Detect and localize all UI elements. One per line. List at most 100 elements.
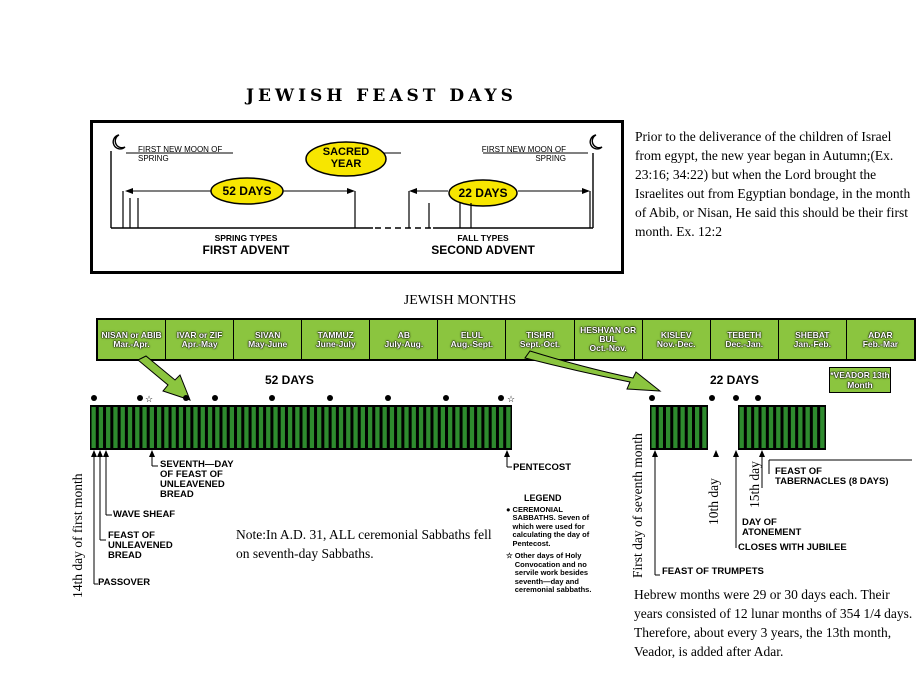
- sabbath-dot: [733, 395, 739, 401]
- day-cell: [287, 407, 293, 448]
- day-cell: [651, 407, 656, 448]
- sabbath-dot: [649, 395, 655, 401]
- sabbath-dot: [327, 395, 333, 401]
- day-cell: [411, 407, 416, 448]
- day-cell: [805, 407, 810, 448]
- day-cell: [462, 407, 467, 448]
- day-cell: [353, 407, 358, 448]
- day-cell: [149, 407, 154, 448]
- feast-trumpets-label: FEAST OF TRUMPETS: [662, 566, 764, 577]
- day-cell: [302, 407, 307, 448]
- fall-types-label: FALL TYPES: [457, 233, 509, 243]
- day-cell: [812, 407, 818, 448]
- seventh-day-label: SEVENTH—DAY OF FEAST OF UNLEAVENED BREAD: [160, 459, 234, 500]
- passover-label: PASSOVER: [98, 577, 151, 588]
- spring-types-label: SPRING TYPES: [214, 233, 278, 243]
- legend-item-holy: ☆ Other days of Holy Convocation and no …: [506, 551, 592, 594]
- day-cell: [127, 407, 133, 448]
- right-moon-label: FIRST NEW MOON OF SPRING: [481, 145, 566, 163]
- sabbath-dot: [385, 395, 391, 401]
- feast-unleavened-label: FEAST OF UNLEAVENED BREAD: [108, 530, 173, 561]
- dot-icon: ●: [506, 504, 511, 514]
- day-cell: [783, 407, 788, 448]
- day-cell: [477, 407, 482, 448]
- day-cell: [91, 407, 96, 448]
- day-cell: [687, 407, 692, 448]
- day-cell: [251, 407, 256, 448]
- day-cell: [746, 407, 752, 448]
- day-cell: [266, 407, 271, 448]
- day-cell: [331, 407, 336, 448]
- day-cell: [404, 407, 409, 448]
- legend-item-ceremonial: ● CEREMONIAL SABBATHS. Seven of which we…: [506, 504, 590, 548]
- days-52-label: 52 DAYS: [222, 184, 272, 198]
- hebrew-months-note: Hebrew months were 29 or 30 days each. T…: [634, 587, 913, 659]
- months-title: JEWISH MONTHS: [403, 293, 517, 308]
- day-cell: [273, 407, 278, 448]
- veador-box: *VEADOR 13th Month: [829, 367, 891, 393]
- day-cell: [229, 407, 235, 448]
- day-cell: [120, 407, 125, 448]
- day-cell: [142, 407, 147, 448]
- day-cell: [739, 407, 744, 448]
- day-cell: [397, 407, 402, 448]
- day-cell: [156, 407, 162, 448]
- day-atonement-label: DAY OF ATONEMENT: [742, 517, 802, 538]
- sabbath-dot: [137, 395, 143, 401]
- closes-jubilee-label: CLOSES WITH JUBILEE: [738, 542, 847, 553]
- days-22-text: 22 DAYS: [710, 373, 759, 387]
- day-cell: [178, 407, 184, 448]
- day-cell: [455, 407, 460, 448]
- day-cell: [491, 407, 496, 448]
- sabbath-dot: [91, 395, 97, 401]
- day-cell: [469, 407, 475, 448]
- day-cell: [790, 407, 796, 448]
- day-cell: [367, 407, 373, 448]
- sacred-year-diagram: FIRST NEW MOON OF SPRING FIRST NEW MOON …: [90, 120, 624, 274]
- day-cell: [258, 407, 264, 448]
- pentecost-label: PENTECOST: [513, 462, 572, 473]
- day-cell: [193, 407, 198, 448]
- star-icon: ☆: [145, 394, 153, 404]
- legend: LEGEND ● CEREMONIAL SABBATHS. Seven of w…: [506, 494, 601, 595]
- day-cell: [106, 407, 111, 448]
- day-cell: [164, 407, 169, 448]
- note-text: Note:In A.D. 31, ALL ceremonial Sabbaths…: [236, 527, 492, 561]
- day-cell: [113, 407, 118, 448]
- day-cell: [506, 407, 511, 448]
- day-cell: [324, 407, 329, 448]
- sacred-year-lines: [110, 134, 603, 229]
- sabbath-dot: [709, 395, 715, 401]
- day-cell: [295, 407, 300, 448]
- day-cell: [346, 407, 351, 448]
- days-52-text: 52 DAYS: [265, 373, 314, 387]
- day-cell: [658, 407, 663, 448]
- day-cell: [448, 407, 453, 448]
- first-advent-label: FIRST ADVENT: [202, 243, 290, 257]
- day-cell: [389, 407, 395, 448]
- sabbath-dot: [269, 395, 275, 401]
- day-cell: [498, 407, 504, 448]
- day-cell: [237, 407, 242, 448]
- day-cell: [135, 407, 140, 448]
- sabbath-dot: [498, 395, 504, 401]
- days-22-oval: [448, 179, 518, 207]
- days-52-oval: [210, 177, 284, 205]
- day-cell: [418, 407, 424, 448]
- day-cell: [244, 407, 249, 448]
- feast-tabernacles-label: FEAST OF TABERNACLES (8 DAYS): [775, 466, 889, 487]
- day-cell: [317, 407, 322, 448]
- intro-text: Prior to the deliverance of the children…: [635, 129, 911, 239]
- day-cell: [426, 407, 431, 448]
- day-cell: [702, 407, 707, 448]
- left-moon-label: FIRST NEW MOON OF SPRING: [138, 145, 223, 163]
- day-cell: [798, 407, 803, 448]
